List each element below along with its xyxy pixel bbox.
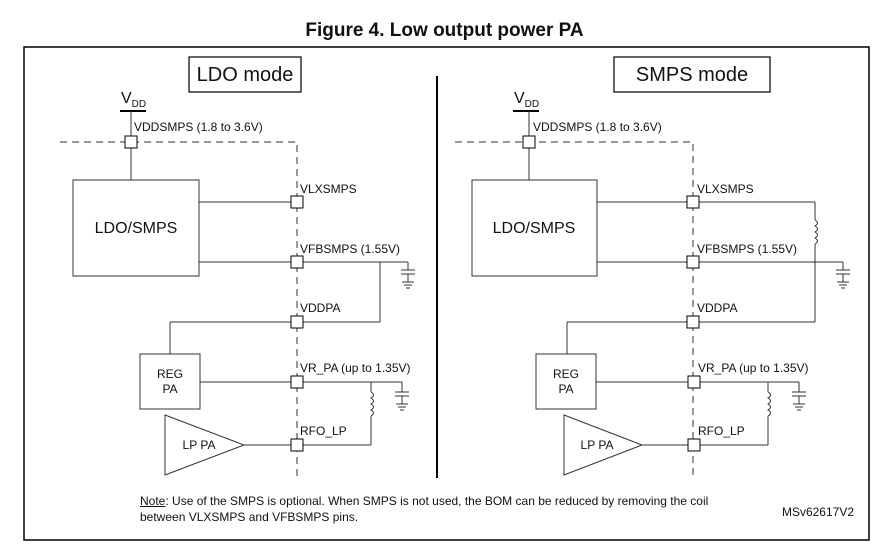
pin-vddsmps (124, 135, 138, 149)
pin-vr-pa (687, 375, 701, 389)
vdd-label: VDD (514, 90, 539, 110)
pin-vlxsmps (290, 195, 304, 209)
inductor-icon (370, 391, 374, 417)
capacitor-ground-icon (401, 262, 415, 289)
mode-label: SMPS mode (636, 64, 748, 86)
chip-boundary (60, 141, 298, 478)
pin-label-rfo-lp: RFO_LP (698, 424, 745, 438)
pin-rfo-lp (290, 438, 304, 452)
capacitor-ground-icon (792, 382, 806, 411)
ldo-smps-label: LDO/SMPS (95, 220, 178, 237)
pin-rfo-lp (687, 438, 701, 452)
ldo-smps-block (471, 179, 598, 277)
figure-reference-id: MSv62617V2 (781, 505, 854, 519)
pin-label-rfo-lp: RFO_LP (300, 424, 347, 438)
pin-label-vlxsmps: VLXSMPS (697, 182, 754, 196)
reg-pa-label-2: PA (558, 382, 573, 396)
figure-frame (23, 46, 870, 541)
lp-pa-amplifier (164, 414, 246, 476)
pin-vddpa (290, 315, 304, 329)
pin-vfbsmps (290, 255, 304, 269)
mode-label-box (613, 56, 771, 93)
pin-label-vfbsmps: VFBSMPS (1.55V) (300, 242, 400, 256)
inductor-icon (814, 219, 818, 245)
figure-note: Note: Use of the SMPS is optional. When … (140, 493, 708, 525)
pin-label-vddsmps: VDDSMPS (1.8 to 3.6V) (134, 120, 263, 134)
pin-label-vddpa: VDDPA (300, 301, 340, 315)
pin-label-vfbsmps: VFBSMPS (1.55V) (697, 242, 797, 256)
pin-label-vlxsmps: VLXSMPS (300, 182, 357, 196)
panel-smps-mode: SMPS mode VDD VDDSMPS (1.8 to 3.6V) LDO/… (455, 56, 850, 478)
mode-label-box (188, 56, 302, 93)
figure-title: Figure 4. Low output power PA (305, 20, 584, 41)
pin-vddsmps (522, 135, 536, 149)
panel-ldo-mode: LDO mode VDD VDDSMPS (1.8 to 3.6V) LDO/S… (60, 56, 415, 478)
lp-pa-amplifier (563, 414, 644, 476)
inductor-icon (767, 391, 771, 417)
pin-vfbsmps (686, 255, 700, 269)
chip-boundary (455, 141, 694, 478)
reg-pa-label-1: REG (157, 367, 183, 381)
pin-vlxsmps (686, 195, 700, 209)
lp-pa-label: LP PA (581, 438, 614, 452)
pin-label-vddsmps: VDDSMPS (1.8 to 3.6V) (533, 120, 662, 134)
reg-pa-block (535, 353, 597, 410)
capacitor-ground-icon (836, 262, 850, 289)
vdd-label: VDD (121, 90, 146, 110)
ldo-smps-block (72, 179, 200, 277)
pin-label-vr-pa: VR_PA (up to 1.35V) (300, 361, 411, 375)
mode-label: LDO mode (197, 64, 294, 86)
pin-vr-pa (290, 375, 304, 389)
note-label: Note (140, 494, 166, 508)
ldo-smps-label: LDO/SMPS (493, 220, 576, 237)
lp-pa-label: LP PA (183, 438, 216, 452)
pin-label-vr-pa: VR_PA (up to 1.35V) (698, 361, 809, 375)
reg-pa-label-2: PA (162, 382, 177, 396)
reg-pa-block (139, 353, 201, 410)
note-text-line1: : Use of the SMPS is optional. When SMPS… (165, 494, 709, 508)
note-text-line2: between VLXSMPS and VFBSMPS pins. (140, 510, 359, 524)
pin-label-vddpa: VDDPA (697, 301, 737, 315)
pin-vddpa (686, 315, 700, 329)
capacitor-ground-icon (395, 382, 409, 411)
reg-pa-label-1: REG (553, 367, 579, 381)
